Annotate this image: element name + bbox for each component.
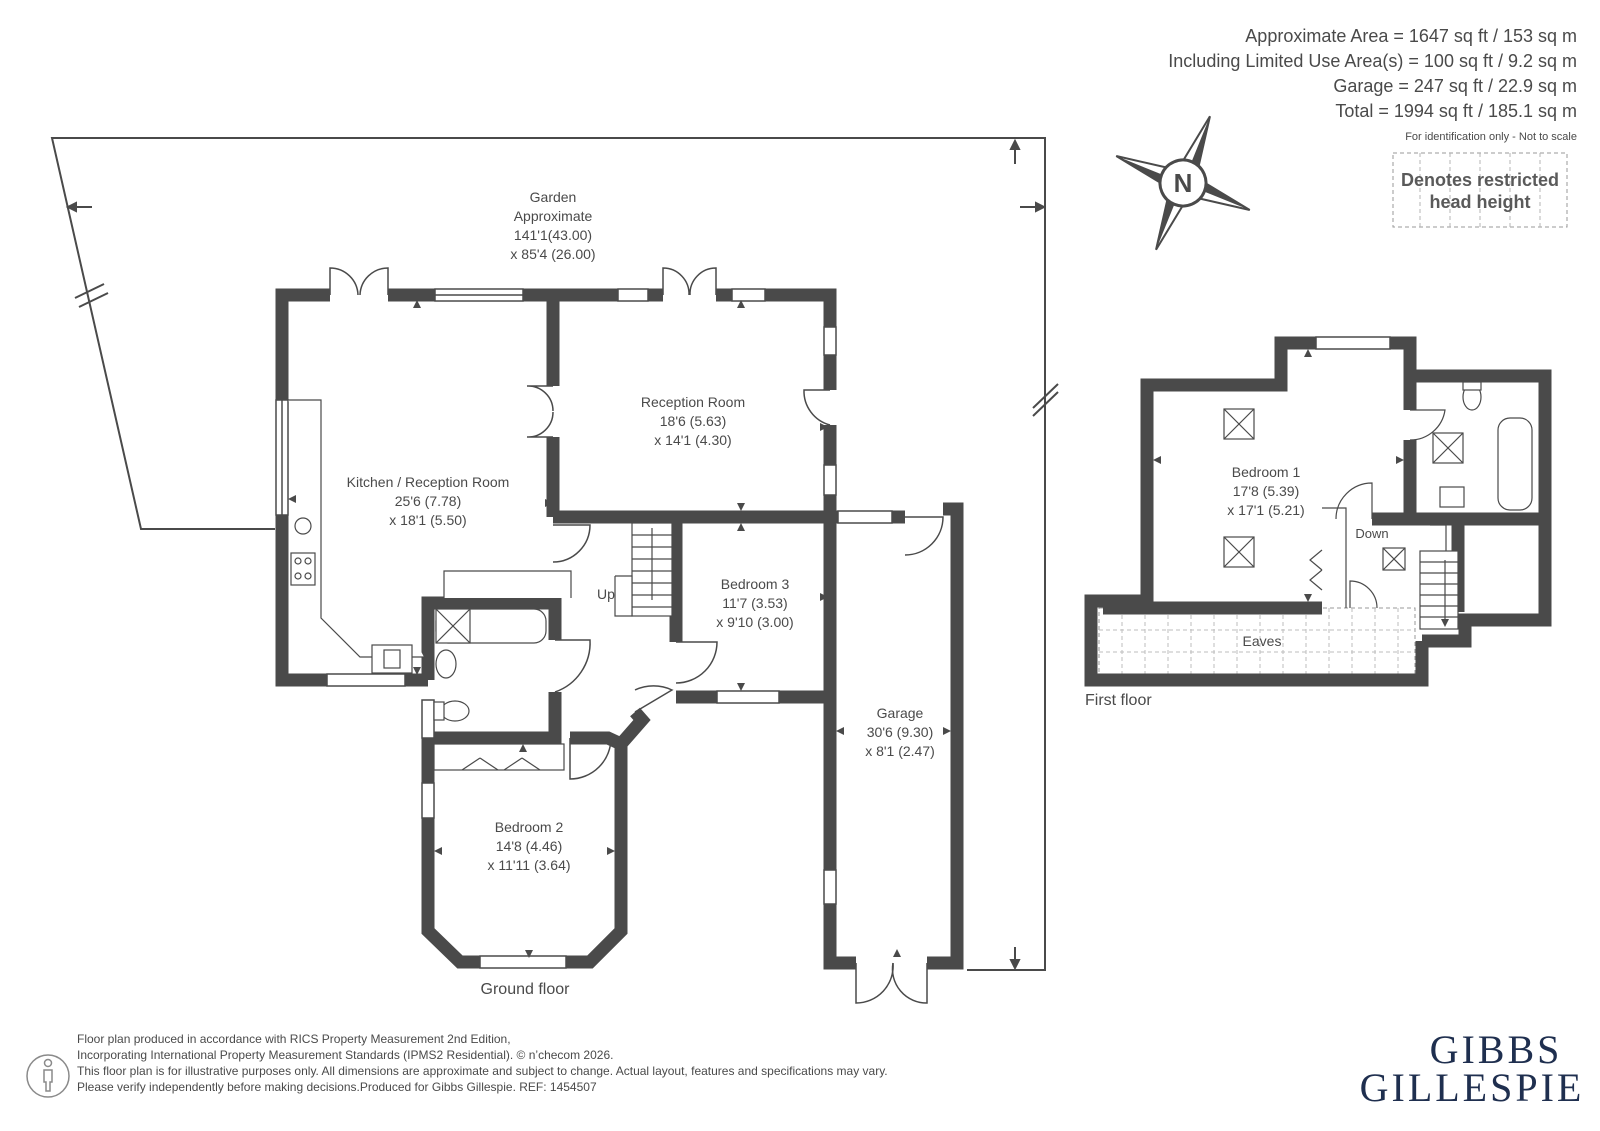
hob-icon bbox=[290, 552, 316, 586]
garden-name: Garden bbox=[530, 189, 577, 205]
approx-area-text: Approximate Area = 1647 sq ft / 153 sq m bbox=[1245, 26, 1577, 46]
garage-dim-2: x 8'1 (2.47) bbox=[865, 743, 935, 759]
first-floor-walls bbox=[1084, 336, 1552, 687]
brand-line-2: GILLESPIE bbox=[1360, 1065, 1585, 1110]
basin-icon bbox=[1439, 486, 1465, 508]
ground-dimension-arrows bbox=[288, 300, 951, 958]
first-floor-title: First floor bbox=[1085, 692, 1152, 709]
footer-line-3: This floor plan is for illustrative purp… bbox=[77, 1064, 888, 1078]
legend-line-1: Denotes restricted bbox=[1401, 170, 1559, 190]
ground-room-labels: Kitchen / Reception Room 25'6 (7.78) x 1… bbox=[347, 394, 935, 998]
bath-icon bbox=[1497, 417, 1533, 511]
ground-floor-fixtures bbox=[288, 399, 673, 771]
reception-dim-1: 18'6 (5.63) bbox=[660, 413, 727, 429]
ground-floor-windows bbox=[275, 288, 893, 969]
kitchen-dim-2: x 18'1 (5.50) bbox=[389, 512, 466, 528]
basin-icon bbox=[435, 649, 457, 679]
first-dimension-arrows bbox=[1153, 349, 1449, 627]
bedroom1-name: Bedroom 1 bbox=[1232, 464, 1301, 480]
reception-name: Reception Room bbox=[641, 394, 745, 410]
reception-dim-2: x 14'1 (4.30) bbox=[654, 432, 731, 448]
garage-area-text: Garage = 247 sq ft / 22.9 sq m bbox=[1333, 76, 1577, 96]
sink-icon bbox=[294, 517, 312, 535]
garden-dim-1: 141'1(43.00) bbox=[514, 227, 592, 243]
legend-line-2: head height bbox=[1429, 192, 1530, 212]
bedroom3-dim-1: 11'7 (3.53) bbox=[722, 595, 787, 611]
first-room-labels: Bedroom 1 17'8 (5.39) x 17'1 (5.21) Eave… bbox=[1085, 464, 1389, 709]
kitchen-dim-1: 25'6 (7.78) bbox=[395, 493, 462, 509]
bedroom2-dim-1: 14'8 (4.46) bbox=[496, 838, 563, 854]
limited-use-text: Including Limited Use Area(s) = 100 sq f… bbox=[1168, 51, 1577, 71]
stairs-down-label: Down bbox=[1355, 526, 1388, 541]
brand-logo: GIBBS GILLESPIE bbox=[1360, 1027, 1585, 1110]
compass-icon: N bbox=[1115, 115, 1251, 251]
footer-line-2: Incorporating International Property Mea… bbox=[77, 1048, 613, 1062]
stairs-up-label: Up bbox=[597, 586, 615, 602]
brand-line-1: GIBBS bbox=[1430, 1027, 1563, 1072]
area-summary: Approximate Area = 1647 sq ft / 153 sq m… bbox=[1168, 26, 1577, 143]
bedroom2-name: Bedroom 2 bbox=[495, 819, 564, 835]
garden-boundary bbox=[50, 137, 1059, 971]
footer-line-4: Please verify independently before makin… bbox=[77, 1080, 597, 1094]
ground-floor-doors bbox=[329, 267, 944, 1004]
eaves-area bbox=[1098, 607, 1416, 675]
ground-floor-title: Ground floor bbox=[481, 981, 571, 998]
footer-disclaimer: Floor plan produced in accordance with R… bbox=[26, 1032, 888, 1098]
garden-dim-2: x 85'4 (26.00) bbox=[510, 246, 595, 262]
bedroom1-dim-2: x 17'1 (5.21) bbox=[1227, 502, 1304, 518]
garden-label: Garden Approximate 141'1(43.00) x 85'4 (… bbox=[510, 189, 595, 262]
first-floor-windows bbox=[1315, 336, 1391, 350]
bedroom2-dim-2: x 11'11 (3.64) bbox=[487, 857, 570, 873]
bedroom3-dim-2: x 9'10 (3.00) bbox=[716, 614, 793, 630]
first-floor-fixtures bbox=[1223, 381, 1533, 630]
bedroom3-name: Bedroom 3 bbox=[721, 576, 790, 592]
total-area-text: Total = 1994 sq ft / 185.1 sq m bbox=[1335, 101, 1577, 121]
compass-letter: N bbox=[1174, 168, 1193, 198]
garden-approx: Approximate bbox=[514, 208, 593, 224]
stairs-ground bbox=[614, 522, 673, 617]
bedroom1-dim-1: 17'8 (5.39) bbox=[1233, 483, 1300, 499]
footer-line-1: Floor plan produced in accordance with R… bbox=[77, 1032, 511, 1046]
person-icon bbox=[26, 1054, 70, 1098]
restricted-height-legend: Denotes restricted head height bbox=[1392, 152, 1568, 228]
wardrobe-icon bbox=[433, 743, 565, 771]
wc-icon bbox=[440, 700, 470, 722]
scale-note: For identification only - Not to scale bbox=[1405, 131, 1577, 143]
eaves-name: Eaves bbox=[1243, 633, 1282, 649]
garage-name: Garage bbox=[877, 705, 924, 721]
kitchen-name: Kitchen / Reception Room bbox=[347, 474, 510, 490]
garage-dim-1: 30'6 (9.30) bbox=[867, 724, 934, 740]
stairs-first bbox=[1419, 524, 1459, 630]
